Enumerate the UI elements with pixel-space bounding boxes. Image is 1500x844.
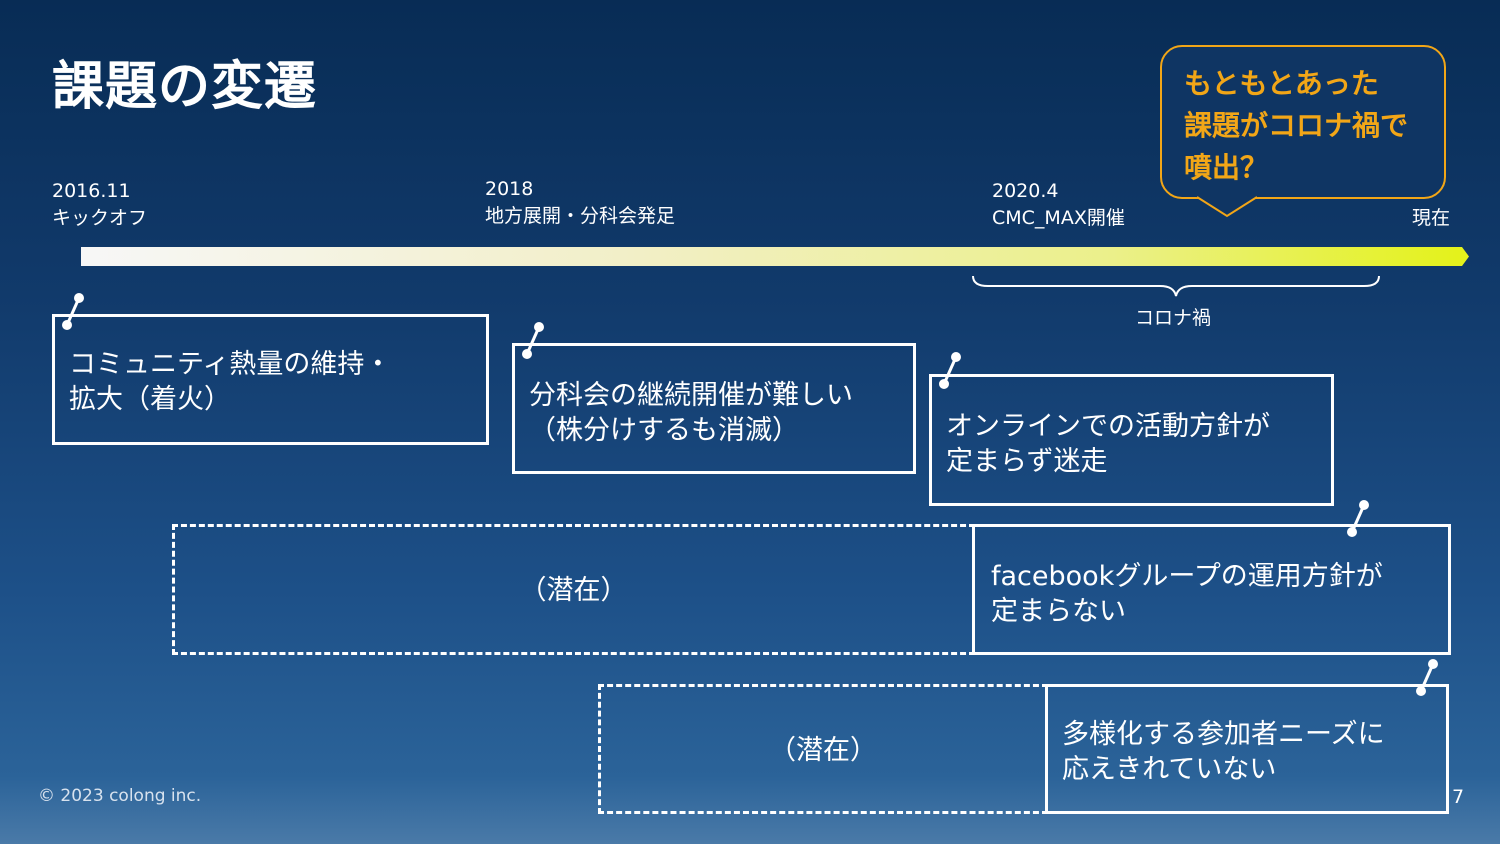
callout-line: 課題がコロナ禍で bbox=[1184, 109, 1409, 142]
issue-text: facebookグループの運用方針が bbox=[991, 561, 1383, 592]
timeline-event: 地方展開・分科会発足 bbox=[485, 205, 676, 227]
issue-text: 定まらず迷走 bbox=[946, 446, 1108, 477]
slide-title: 課題の変遷 bbox=[52, 57, 318, 117]
copyright: © 2023 colong inc. bbox=[38, 786, 202, 806]
timeline-point-kickoff: 2016.11 キックオフ bbox=[52, 178, 147, 232]
timeline-date: 2020.4 bbox=[992, 180, 1059, 202]
issue-text: 拡大（着火） bbox=[69, 384, 231, 415]
timeline-point-2020: 2020.4 CMC_MAX開催 bbox=[992, 178, 1125, 232]
pin-icon bbox=[939, 352, 961, 389]
issue-box-facebook: facebookグループの運用方針が 定まらない bbox=[972, 524, 1451, 655]
issue-text: （株分けするも消滅） bbox=[529, 415, 799, 446]
latent-label: （潜在） bbox=[519, 575, 628, 606]
callout-line: もともとあった bbox=[1184, 67, 1379, 100]
page-number: 7 bbox=[1452, 786, 1465, 808]
timeline-bar bbox=[81, 247, 1457, 266]
pin-icon bbox=[522, 322, 544, 359]
issue-text: コミュニティ熱量の維持・ bbox=[69, 349, 392, 380]
issue-box-online: オンラインでの活動方針が 定まらず迷走 bbox=[929, 374, 1334, 506]
timeline-event: 現在 bbox=[1412, 207, 1451, 229]
pin-icon bbox=[1347, 500, 1369, 537]
callout-line: 噴出？ bbox=[1184, 151, 1269, 184]
timeline-date: 2018 bbox=[485, 178, 534, 200]
issue-text: オンラインでの活動方針が bbox=[946, 411, 1270, 442]
latent-box-facebook: （潜在） bbox=[172, 524, 975, 655]
issue-text: 定まらない bbox=[991, 596, 1126, 627]
latent-label: （潜在） bbox=[769, 735, 877, 766]
pin-icon bbox=[62, 293, 84, 330]
timeline-point-now: 現在 bbox=[1412, 205, 1450, 232]
timeline-date: 2016.11 bbox=[52, 180, 131, 202]
corona-period-brace bbox=[972, 275, 1380, 297]
callout-tail bbox=[1195, 196, 1259, 218]
timeline-arrow-icon bbox=[1456, 247, 1469, 266]
issue-text: 多様化する参加者ニーズに bbox=[1062, 719, 1385, 750]
issue-box-engagement: コミュニティ熱量の維持・ 拡大（着火） bbox=[52, 314, 489, 445]
callout-bubble: もともとあった 課題がコロナ禍で 噴出？ bbox=[1160, 45, 1446, 199]
timeline-event: キックオフ bbox=[52, 207, 148, 229]
issue-box-subcommittee: 分科会の継続開催が難しい （株分けするも消滅） bbox=[512, 343, 916, 474]
latent-box-needs: （潜在） bbox=[598, 684, 1048, 814]
timeline-point-2018: 2018 地方展開・分科会発足 bbox=[485, 176, 675, 230]
timeline-event: CMC_MAX開催 bbox=[992, 207, 1125, 229]
issue-text: 応えきれていない bbox=[1062, 754, 1277, 785]
issue-box-needs: 多様化する参加者ニーズに 応えきれていない bbox=[1045, 684, 1449, 814]
issue-text: 分科会の継続開催が難しい bbox=[529, 380, 853, 411]
corona-period-label: コロナ禍 bbox=[1135, 307, 1212, 329]
